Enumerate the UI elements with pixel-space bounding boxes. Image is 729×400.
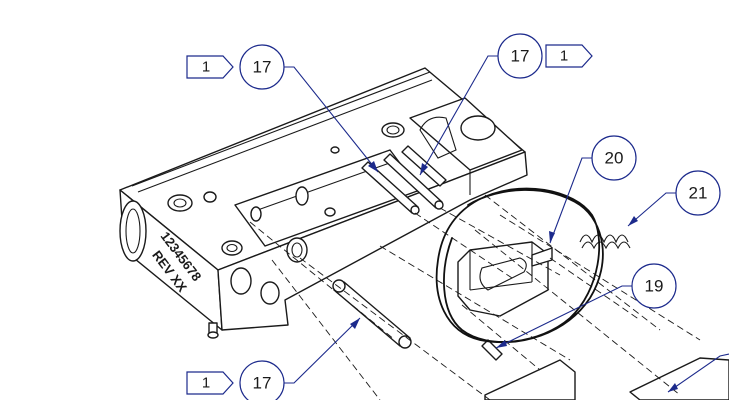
- leader-line: [419, 55, 498, 176]
- balloon-number: 17: [253, 374, 272, 393]
- pin-part-19: [481, 339, 503, 361]
- balloon-number: 20: [605, 149, 624, 168]
- arrowhead: [549, 231, 555, 243]
- callout-balloon-21[interactable]: 21: [627, 170, 721, 227]
- flag-text: 1: [202, 59, 210, 76]
- markup-circle: [435, 187, 604, 344]
- callout-balloon-19[interactable]: 19: [495, 263, 677, 349]
- leader-line: [495, 285, 632, 349]
- arrowhead: [368, 161, 378, 172]
- flag-text: 1: [202, 375, 210, 392]
- leader-line: [627, 192, 676, 227]
- partial-leader-right: [667, 353, 729, 393]
- balloon-number: 19: [645, 277, 664, 296]
- flag-box: [186, 55, 234, 79]
- flag-text: 1: [560, 48, 568, 65]
- balloon-number: 17: [253, 58, 272, 77]
- arrowhead: [496, 340, 507, 348]
- leader-line: [284, 317, 361, 384]
- leader-line: [284, 66, 379, 173]
- bushing: [286, 237, 308, 263]
- callout-balloon-17-c[interactable]: 1 17: [186, 317, 361, 400]
- callout-balloon-17-b[interactable]: 17 1: [419, 33, 593, 176]
- spring-part-21: [579, 234, 631, 250]
- flag-box: [186, 371, 234, 395]
- arrowhead: [420, 163, 428, 175]
- callout-balloon-17-a[interactable]: 1 17: [186, 44, 379, 173]
- leader-line: [549, 157, 592, 244]
- slider-block-part-20: [457, 241, 553, 317]
- flag-box: [545, 44, 593, 68]
- callout-balloon-20[interactable]: 20: [549, 135, 637, 244]
- arrowhead: [350, 318, 360, 329]
- lower-components: [484, 357, 729, 400]
- balloon-number: 21: [689, 184, 708, 203]
- housing-block: [119, 67, 528, 339]
- assembly-lines: [249, 194, 701, 400]
- arrowhead: [628, 216, 638, 226]
- balloon-number: 17: [511, 47, 530, 66]
